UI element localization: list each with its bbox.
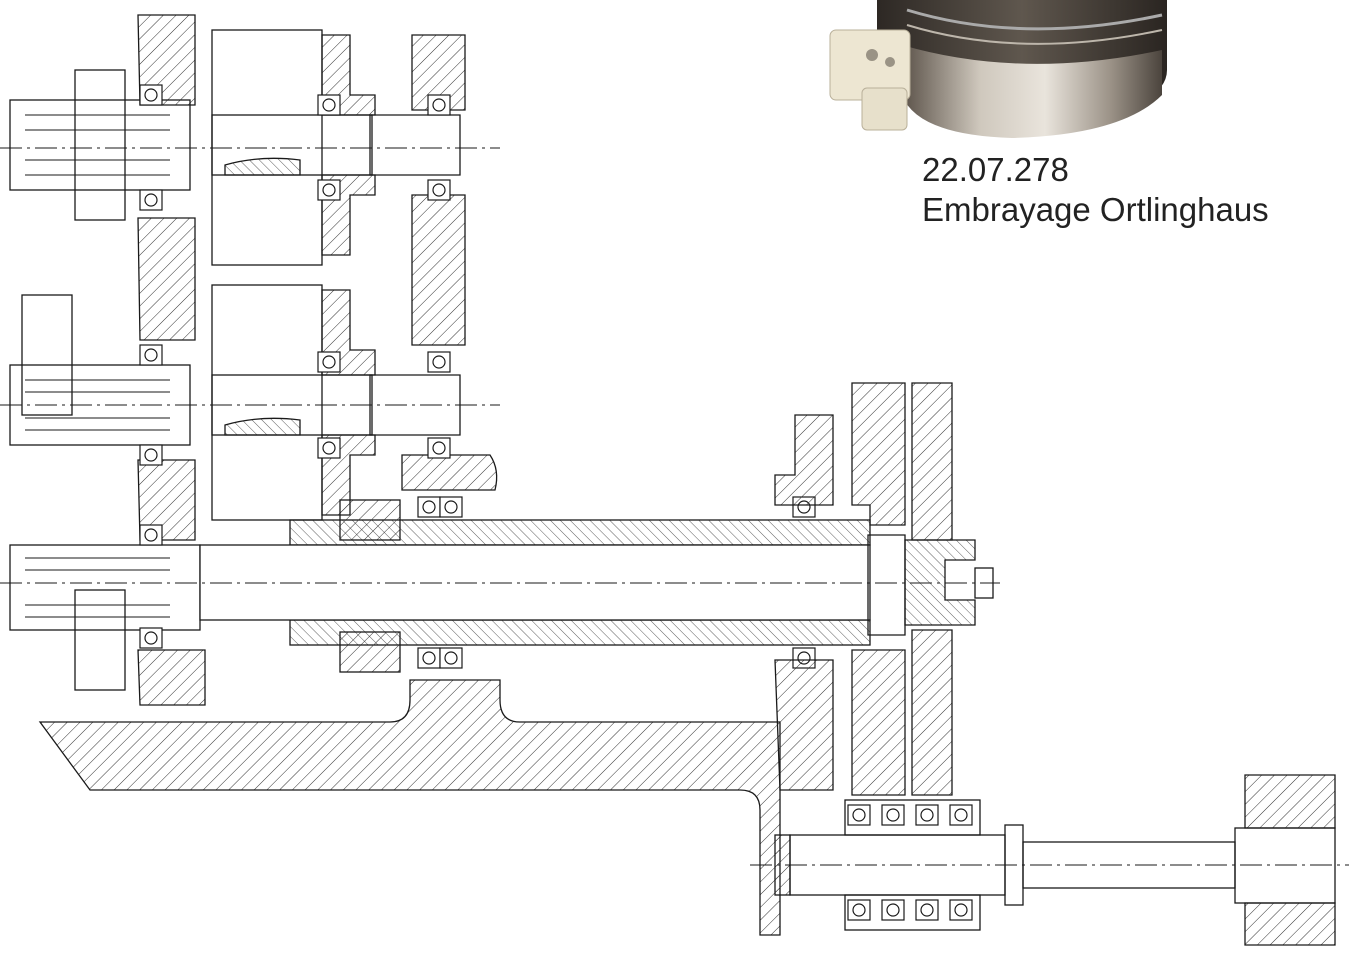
clutch-disc-left [851, 382, 906, 526]
part-name: Embrayage Ortlinghaus [922, 191, 1269, 228]
shaft-block-2 [211, 284, 323, 521]
gear-left-3 [74, 589, 126, 691]
housing-far-right [1244, 774, 1336, 829]
housing-left-mid [137, 217, 196, 341]
housing-left-bottom [137, 649, 206, 706]
housing-left-low [137, 459, 196, 541]
gear-left-2 [21, 294, 73, 416]
clutch-photo [829, 0, 1167, 138]
gear-left-1 [74, 69, 126, 221]
base-plate [38, 679, 781, 936]
part-number: 22.07.278 [922, 151, 1069, 188]
housing-wall-right [411, 34, 466, 111]
housing-upper-left [137, 14, 196, 106]
clutch-hub [867, 534, 906, 636]
figure-caption: 22.07.278 Embrayage Ortlinghaus [922, 150, 1269, 230]
